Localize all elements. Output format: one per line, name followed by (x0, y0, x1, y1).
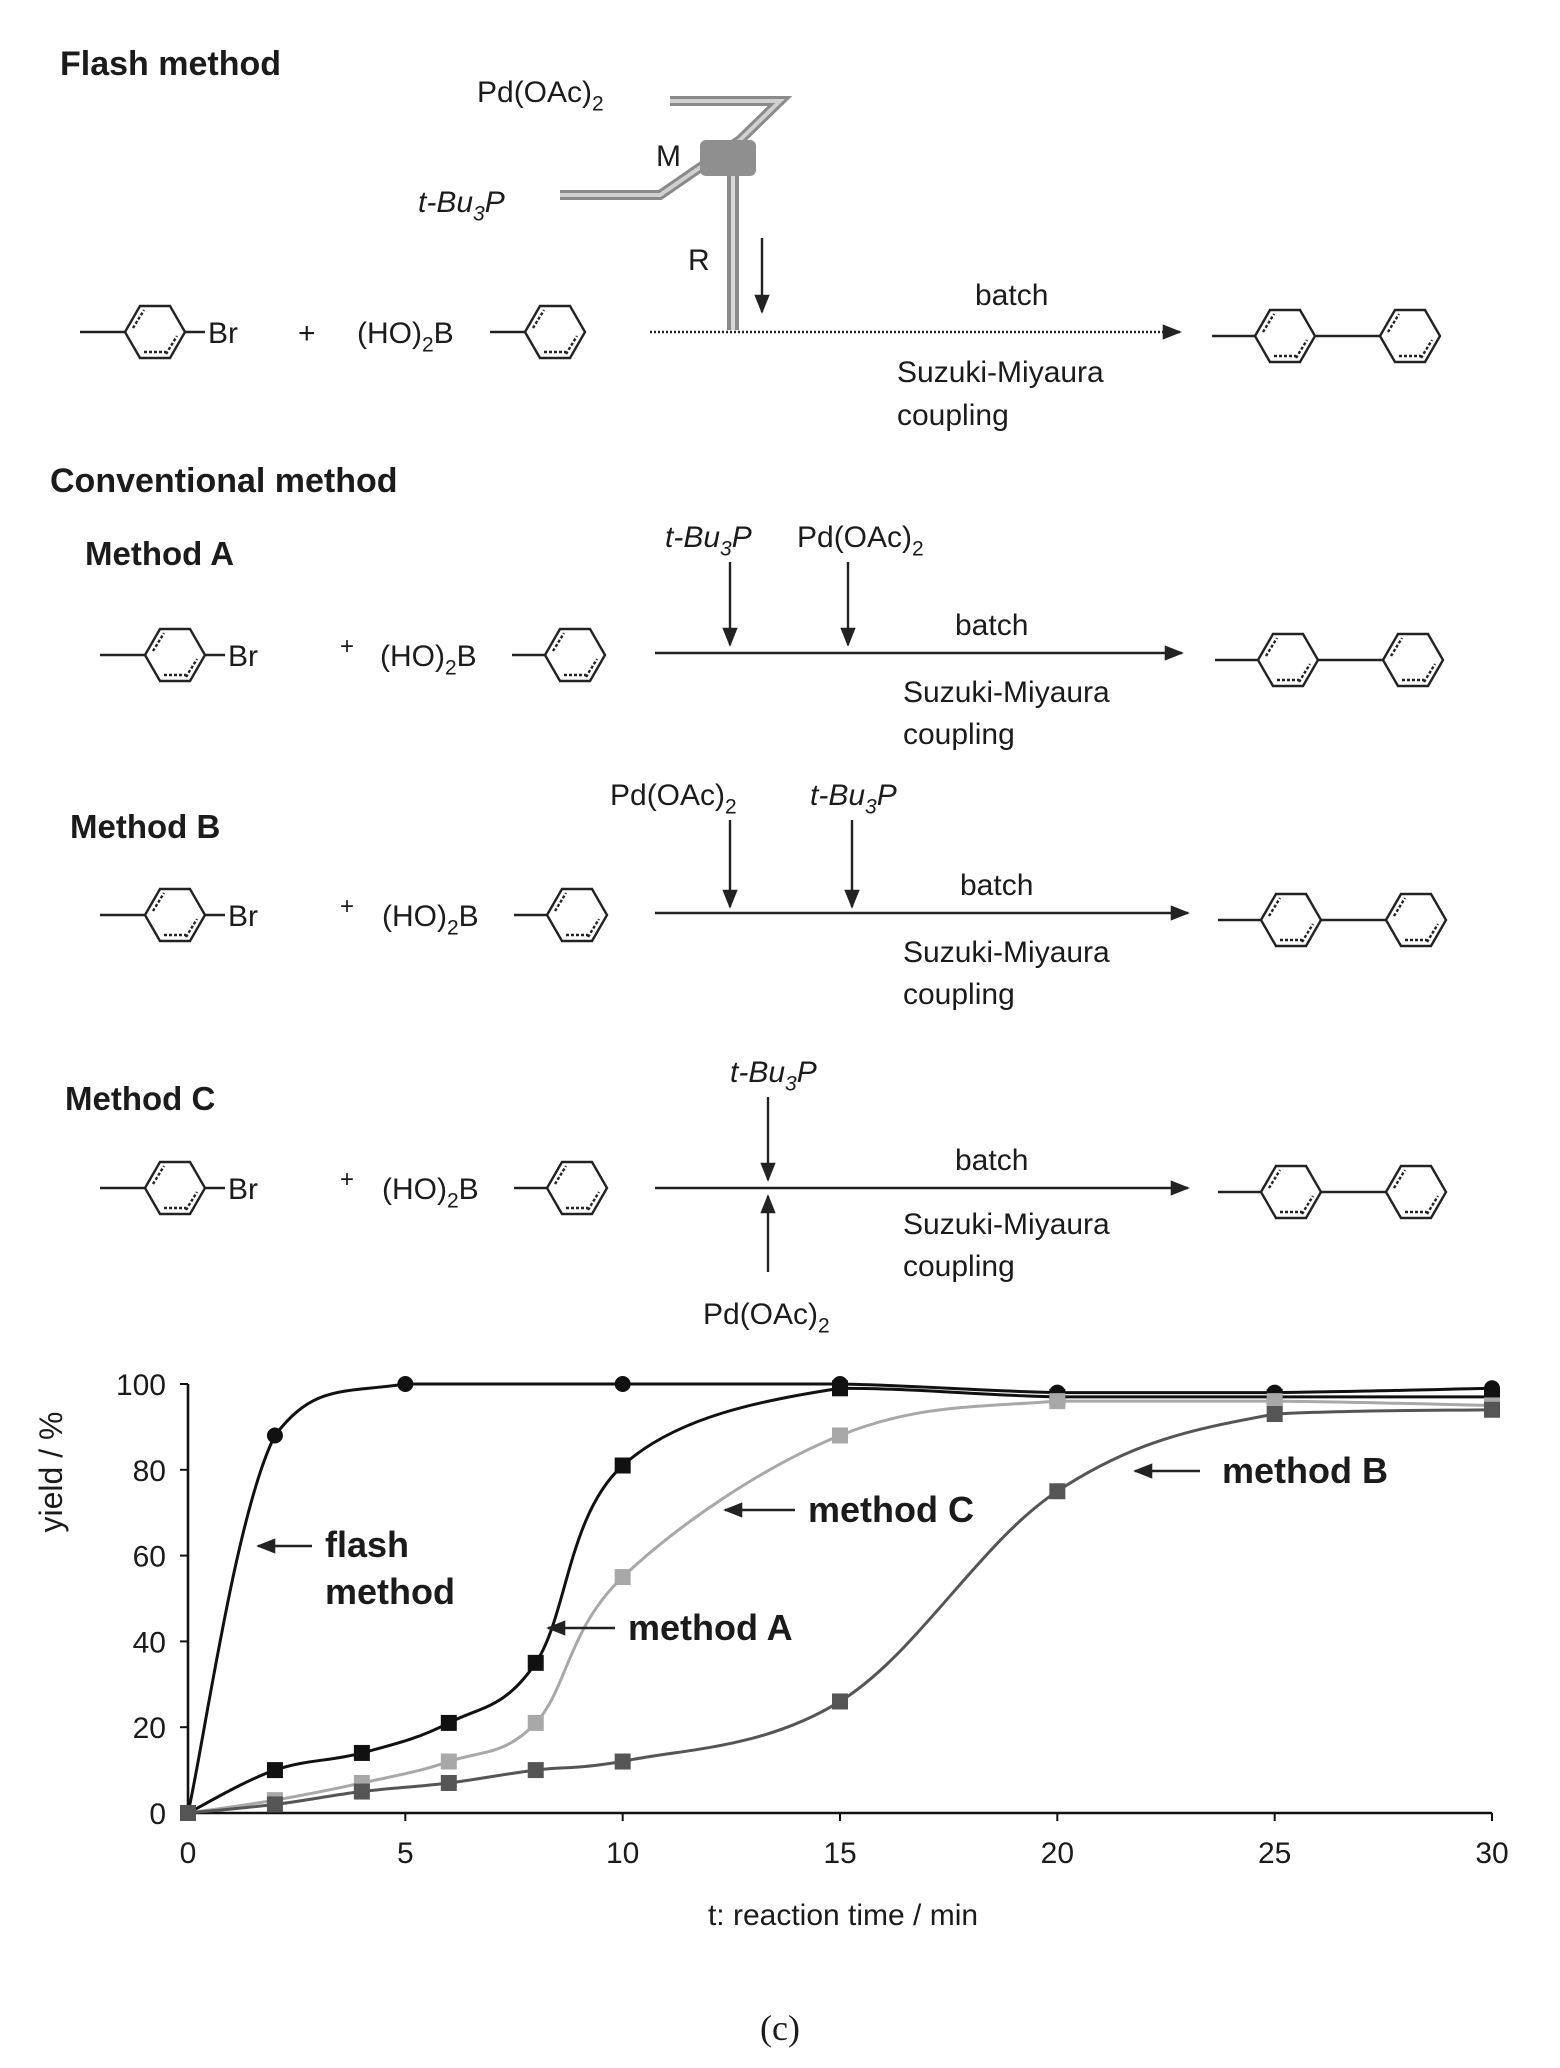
flash-condition-batch: batch (975, 279, 1048, 312)
method-a-condition-batch: batch (955, 609, 1028, 642)
data-point (1266, 1406, 1283, 1423)
method-c-scheme: Method C t-Bu3P Pd(OAc)2 Br + (HO)2B bat… (65, 1056, 1448, 1337)
method-c-plus: + (340, 1166, 354, 1193)
data-point (1484, 1401, 1500, 1418)
method-a-title: Method A (85, 535, 234, 572)
data-point (440, 1714, 457, 1731)
data-point (353, 1783, 370, 1800)
data-point (266, 1427, 283, 1444)
mixer-label: M (656, 140, 681, 173)
data-point (1049, 1393, 1066, 1410)
method-a-boronic-acid: (HO)2B (380, 640, 477, 679)
flash-condition-2: coupling (897, 399, 1009, 432)
y-tick-label: 100 (116, 1369, 166, 1402)
y-tick-label: 80 (133, 1455, 166, 1488)
method-a-plus: + (340, 633, 354, 660)
method-b-condition-batch: batch (960, 869, 1033, 902)
flash-plus: + (298, 317, 316, 350)
method-c-condition-2: coupling (903, 1250, 1015, 1283)
x-tick-label: 0 (180, 1837, 197, 1870)
x-tick-label: 5 (397, 1837, 414, 1870)
x-tick-label: 25 (1258, 1837, 1291, 1870)
method-b-reagent-pdoac2: Pd(OAc)2 (610, 779, 737, 818)
method-a-condition-1: Suzuki-Miyaura (903, 676, 1110, 709)
method-a-reagent-tbu3p: t-Bu3P (665, 521, 752, 560)
method-b-title: Method B (70, 808, 220, 845)
flow-micromixer-diagram (560, 96, 793, 330)
data-point (832, 1693, 848, 1710)
y-tick-label: 20 (133, 1712, 166, 1745)
x-axis-label: t: reaction time / min (708, 1899, 978, 1932)
x-tick-label: 15 (823, 1837, 856, 1870)
flash-reagent-tbu3p: t-Bu3P (418, 186, 505, 225)
method-c-condition-1: Suzuki-Miyaura (903, 1208, 1110, 1241)
x-tick-label: 20 (1041, 1837, 1074, 1870)
x-tick-label: 30 (1475, 1837, 1508, 1870)
figure-caption: (c) (760, 2008, 800, 2048)
method-b-plus: + (340, 893, 354, 920)
annotation-method-a: method A (628, 1607, 793, 1648)
yield-chart: 0 5 10 15 20 25 30 0 20 40 60 80 100 yield / % t: re… (33, 1369, 1509, 1932)
y-tick-label: 60 (133, 1541, 166, 1574)
data-point (397, 1376, 414, 1392)
micromixer-block (700, 140, 756, 176)
method-a-scheme: Method A t-Bu3P Pd(OAc)2 Br + (HO)2B bat… (85, 521, 1445, 751)
data-point (1266, 1393, 1283, 1410)
data-point (266, 1796, 283, 1813)
method-b-scheme: Method B Pd(OAc)2 t-Bu3P Br + (HO)2B bat… (70, 779, 1448, 1011)
data-point (527, 1762, 544, 1779)
method-a-reactant-br: Br (228, 640, 258, 673)
method-c-reagent-tbu3p: t-Bu3P (730, 1056, 817, 1095)
conventional-method-title: Conventional method (50, 462, 398, 500)
method-b-condition-1: Suzuki-Miyaura (903, 936, 1110, 969)
method-b-condition-2: coupling (903, 978, 1015, 1011)
data-point (614, 1753, 631, 1770)
annotation-flash-method: method (325, 1571, 455, 1612)
x-tick-label: 10 (606, 1837, 639, 1870)
method-c-boronic-acid: (HO)2B (382, 1173, 479, 1212)
flash-method-title: Flash method (60, 45, 281, 83)
method-b-boronic-acid: (HO)2B (382, 900, 479, 939)
data-point (353, 1744, 370, 1761)
data-point (832, 1427, 848, 1444)
method-c-title: Method C (65, 1080, 215, 1117)
data-point (614, 1457, 631, 1474)
y-tick-label: 40 (133, 1626, 166, 1659)
reactor-label: R (688, 244, 710, 277)
data-point (527, 1654, 544, 1671)
series-method-b (180, 1401, 1500, 1821)
annotation-method-b: method B (1222, 1450, 1388, 1491)
flash-method-scheme: Flash method Pd(OAc)2 t-Bu3P M R Br + (H… (60, 45, 1442, 432)
method-c-reactant-br: Br (228, 1173, 258, 1206)
data-point (440, 1774, 457, 1791)
data-point (1049, 1483, 1066, 1500)
method-b-reagent-tbu3p: t-Bu3P (810, 779, 897, 818)
method-a-condition-2: coupling (903, 718, 1015, 751)
method-c-condition-batch: batch (955, 1144, 1028, 1177)
data-point (614, 1569, 631, 1586)
data-point (527, 1714, 544, 1731)
method-c-reagent-pdoac2: Pd(OAc)2 (703, 1298, 830, 1337)
series-line (186, 1382, 1493, 1814)
flash-boronic-acid: (HO)2B (357, 317, 454, 356)
data-point (266, 1762, 283, 1779)
annotation-flash: flash (325, 1524, 409, 1565)
data-point (614, 1376, 631, 1392)
data-point (440, 1753, 457, 1770)
y-tick-label: 0 (149, 1798, 166, 1831)
data-point (832, 1380, 848, 1397)
annotation-method-c: method C (808, 1489, 974, 1530)
flash-reactant-br: Br (208, 317, 238, 350)
flash-condition-1: Suzuki-Miyaura (897, 356, 1104, 389)
flash-reagent-pdoac2: Pd(OAc)2 (477, 76, 604, 115)
method-b-reactant-br: Br (228, 900, 258, 933)
data-point (180, 1805, 196, 1821)
y-axis-label: yield / % (33, 1412, 69, 1533)
chart-series (180, 1376, 1500, 1821)
method-a-reagent-pdoac2: Pd(OAc)2 (797, 521, 924, 560)
chart-axes: 0 5 10 15 20 25 30 0 20 40 60 80 100 (116, 1369, 1509, 1870)
